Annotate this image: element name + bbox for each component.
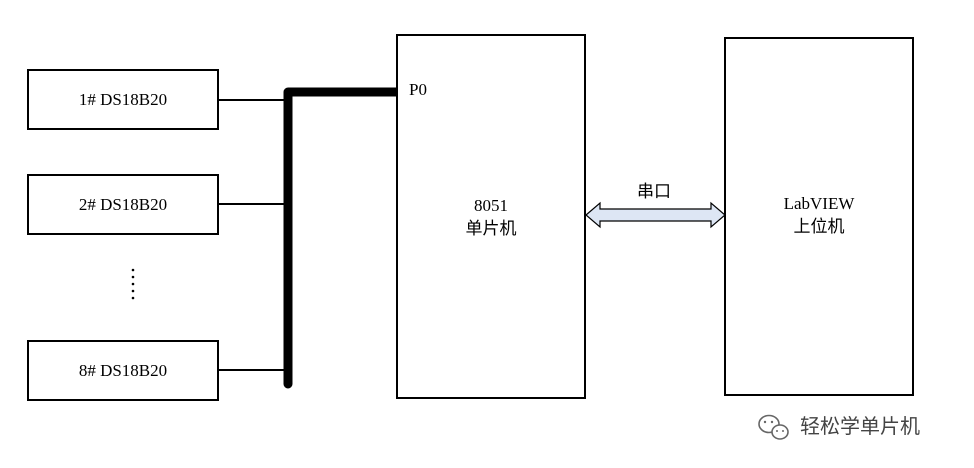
sensor-1: 1# DS18B20	[27, 69, 219, 130]
mcu-model: 8051	[474, 196, 508, 215]
sensor-2-box	[27, 174, 219, 235]
watermark-text: 轻松学单片机	[800, 414, 920, 438]
wechat-icon	[758, 414, 789, 440]
watermark: 轻松学单片机	[758, 414, 920, 440]
double-arrow-icon	[585, 201, 726, 229]
serial-label: 串口	[637, 182, 671, 201]
sensor-1-label: 1# DS18B20	[79, 90, 167, 109]
pc-name: 上位机	[794, 217, 845, 236]
mcu-box	[396, 34, 586, 399]
pc-box	[724, 37, 914, 396]
onewire-bus	[283, 87, 403, 389]
sensor-8: 8# DS18B20	[27, 340, 219, 401]
ellipsis-dots	[131, 268, 135, 300]
mcu-name: 单片机	[466, 219, 517, 238]
sensor-1-box	[27, 69, 219, 130]
pc-software: LabVIEW	[784, 194, 856, 213]
pc-block: LabVIEW 上位机	[724, 37, 914, 396]
serial-link: 串口	[585, 182, 726, 229]
sensor-8-box	[27, 340, 219, 401]
sensor-2: 2# DS18B20	[27, 174, 219, 235]
port-label: P0	[409, 80, 427, 99]
sensor-2-label: 2# DS18B20	[79, 195, 167, 214]
mcu-block: P0 8051 单片机	[396, 34, 586, 399]
sensor-8-label: 8# DS18B20	[79, 361, 167, 380]
